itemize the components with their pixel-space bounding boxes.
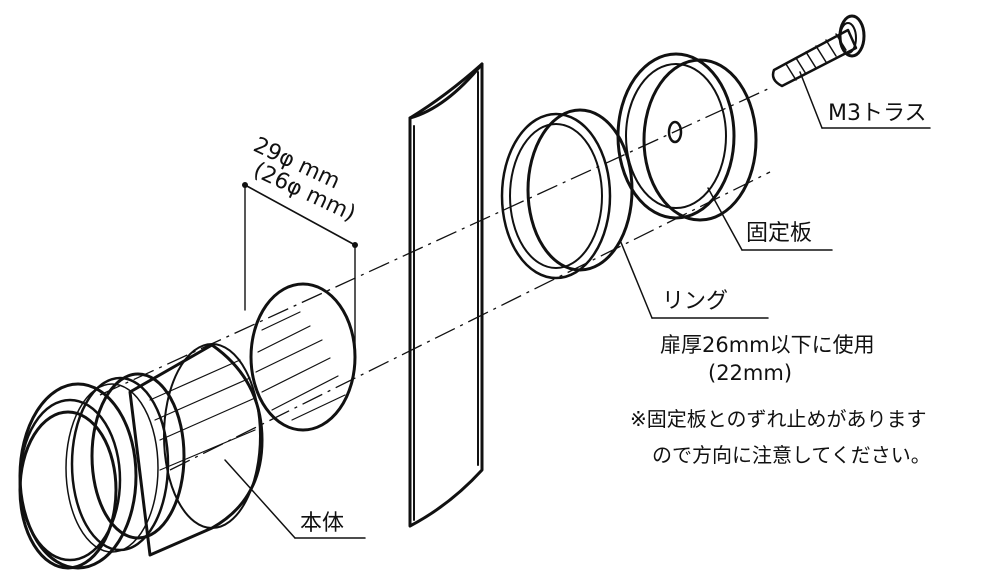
door-hole bbox=[249, 282, 357, 432]
door-thickness-alt-label: (22mm) bbox=[708, 361, 792, 385]
screw-leader bbox=[799, 71, 931, 129]
caution-note-line-1: ※固定板とのずれ止めがあります bbox=[630, 407, 927, 431]
door-thickness-label: 扉厚26mm以下に使用 bbox=[660, 333, 875, 357]
knob-body bbox=[18, 343, 264, 570]
ring-leader bbox=[619, 239, 769, 319]
screw-part bbox=[771, 14, 866, 88]
hole-dimension bbox=[242, 182, 358, 361]
caution-note-line-2: ので方向に注意してください。 bbox=[652, 443, 931, 467]
ring-label: リング bbox=[662, 289, 728, 314]
door-panel bbox=[408, 62, 484, 528]
body-leader bbox=[224, 459, 366, 539]
fixing-plate-part bbox=[616, 52, 758, 222]
ring-part bbox=[500, 108, 634, 280]
plate-leader bbox=[707, 187, 833, 251]
body-label: 本体 bbox=[300, 511, 344, 536]
screw-label: M3トラス bbox=[828, 101, 927, 126]
plate-label: 固定板 bbox=[746, 221, 812, 246]
